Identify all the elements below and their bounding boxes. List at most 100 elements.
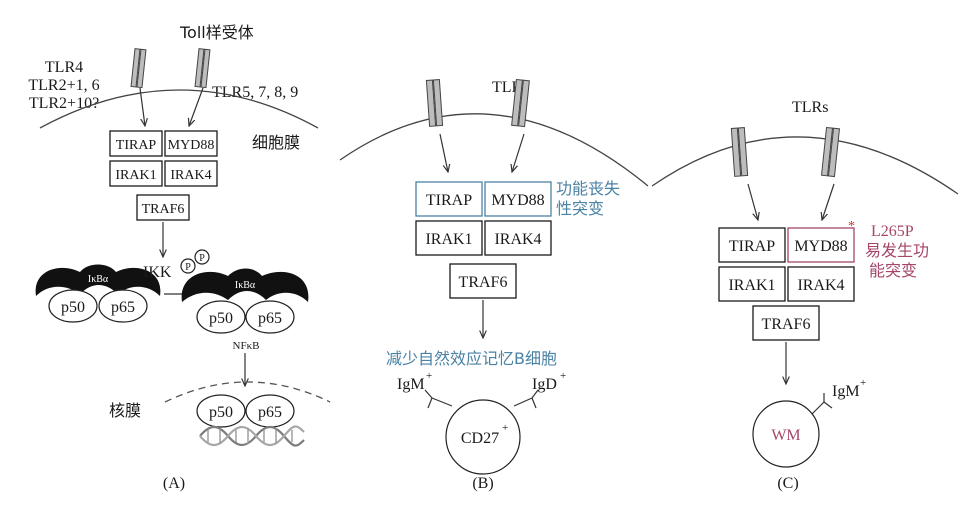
myd88-box-b xyxy=(484,181,552,217)
panel-c: TLRs TIRAP MYD88 * L265P 易发生功 能突变 IRAK1 … xyxy=(651,99,959,492)
p50-oval-a xyxy=(48,289,98,323)
cd27-label: CD27 xyxy=(461,430,499,447)
igd-label-b: IgD xyxy=(532,376,557,393)
receptor-b-left xyxy=(425,79,444,127)
traf6-box-c xyxy=(752,305,820,341)
igm-plus-c: + xyxy=(860,377,866,389)
traf6-label-b: TRAF6 xyxy=(459,274,508,291)
tlr-right-list: TLR5, 7, 8, 9 xyxy=(212,84,298,101)
mutation-star: * xyxy=(848,219,855,234)
irak1-box-a xyxy=(109,160,163,187)
receptor-a-right xyxy=(194,48,211,89)
panel-b: TLRs TIRAP MYD88 功能丧失 性突变 IRAK1 IRAK4 TR… xyxy=(339,78,649,492)
p65-label-c: p65 xyxy=(258,404,282,421)
ikba-label-left: IκBα xyxy=(88,274,109,285)
ikba-label-right: IκBα xyxy=(235,280,256,291)
tirap-box-c xyxy=(718,227,786,263)
mutation-label-b-line-2: 性突变 xyxy=(556,199,604,218)
myd88-box-c xyxy=(787,227,855,263)
irak4-box-c xyxy=(787,266,855,302)
phospho-circle-1 xyxy=(180,258,196,274)
tirap-box-a xyxy=(109,130,163,157)
bcell-receptor-left xyxy=(424,389,453,409)
p50-label-a: p50 xyxy=(61,299,85,316)
panel-a-title: Toll样受体 xyxy=(179,23,254,42)
irak4-label-c: IRAK4 xyxy=(797,277,844,294)
cell-membrane xyxy=(39,89,319,129)
tirap-box-b xyxy=(415,181,483,217)
arrow-receptor-c-right xyxy=(822,183,835,220)
tirap-label-b: TIRAP xyxy=(426,192,472,209)
bcell-receptor-right xyxy=(513,389,539,409)
traf6-label-c: TRAF6 xyxy=(762,316,811,333)
panel-c-tlrs-label: TLRs xyxy=(792,99,828,116)
myd88-box-a xyxy=(164,130,218,157)
cd27-plus: + xyxy=(502,422,508,434)
tirap-label-c: TIRAP xyxy=(729,238,775,255)
mutation-label-c-line-2: 易发生功 xyxy=(865,241,929,260)
wm-label: WM xyxy=(771,427,800,444)
igm-plus-b: + xyxy=(426,370,432,382)
irak4-box-b xyxy=(484,220,552,256)
nuclear-membrane xyxy=(164,381,331,403)
mutation-label-c-line-1: L265P xyxy=(871,223,914,240)
traf6-box-b xyxy=(449,263,517,299)
receptor-b-right xyxy=(511,78,530,128)
arrow-receptor-b-left xyxy=(439,133,448,172)
arrow-receptor-b-right xyxy=(512,133,525,172)
irak4-label-a: IRAK4 xyxy=(170,168,211,183)
ikba-complex-left xyxy=(35,264,161,296)
p50-oval-c xyxy=(196,394,246,428)
mutation-label-c-line-3: 能突变 xyxy=(869,261,917,280)
p50-label-b: p50 xyxy=(209,310,233,327)
mutation-label-b-line-1: 功能丧失 xyxy=(556,179,620,198)
p65-label-a: p65 xyxy=(111,299,135,316)
tlr-left-line-3: TLR2+10? xyxy=(29,95,99,112)
receptor-a-left xyxy=(130,48,147,89)
irak1-label-b: IRAK1 xyxy=(425,231,472,248)
panel-c-membrane xyxy=(651,136,959,195)
ikba-complex-right xyxy=(181,268,309,302)
p65-label-b: p65 xyxy=(258,310,282,327)
p50-label-c: p50 xyxy=(209,404,233,421)
receptor-c-right xyxy=(820,126,841,178)
irak1-box-c xyxy=(718,266,786,302)
panel-c-label: (C) xyxy=(777,475,798,492)
tlr-left-line-1: TLR4 xyxy=(45,59,83,76)
irak4-box-a xyxy=(164,160,218,187)
igm-label-c: IgM xyxy=(832,383,860,400)
nuclear-membrane-label: 核膜 xyxy=(109,401,141,420)
phospho-label-1: P xyxy=(185,262,191,273)
p65-oval-a xyxy=(98,289,148,323)
arrow-receptor-a-left xyxy=(139,87,145,126)
phospho-circle-2 xyxy=(194,249,210,265)
myd88-label-a: MYD88 xyxy=(168,138,215,153)
irak4-label-b: IRAK4 xyxy=(494,231,541,248)
reduce-memory-b-label: 减少自然效应记忆B细胞 xyxy=(386,349,557,368)
panel-a-label: (A) xyxy=(163,475,185,492)
panel-b-label: (B) xyxy=(472,475,493,492)
irak1-box-b xyxy=(415,220,483,256)
p65-oval-b xyxy=(245,300,295,334)
tlr-left-line-2: TLR2+1, 6 xyxy=(28,77,99,94)
igm-label-b: IgM xyxy=(397,376,425,393)
traf6-label-a: TRAF6 xyxy=(142,202,185,217)
receptor-c-left xyxy=(730,127,749,177)
cell-membrane-label: 细胞膜 xyxy=(252,133,300,152)
panel-b-membrane xyxy=(339,113,649,187)
cd27-bcell xyxy=(445,399,521,475)
phospho-label-2: P xyxy=(199,253,205,264)
igd-plus-b: + xyxy=(560,370,566,382)
panel-a-tlr-left-list: TLR4 TLR2+1, 6 TLR2+10? xyxy=(28,59,99,112)
dna-helix xyxy=(199,425,305,447)
wm-receptor xyxy=(811,393,833,415)
myd88-label-b: MYD88 xyxy=(491,192,544,209)
nfkb-label: NFκB xyxy=(233,340,260,352)
tirap-label-a: TIRAP xyxy=(116,138,157,153)
arrow-receptor-a-right xyxy=(189,87,204,126)
irak1-label-c: IRAK1 xyxy=(728,277,775,294)
wm-cell xyxy=(752,400,820,468)
myd88-label-c: MYD88 xyxy=(794,238,847,255)
